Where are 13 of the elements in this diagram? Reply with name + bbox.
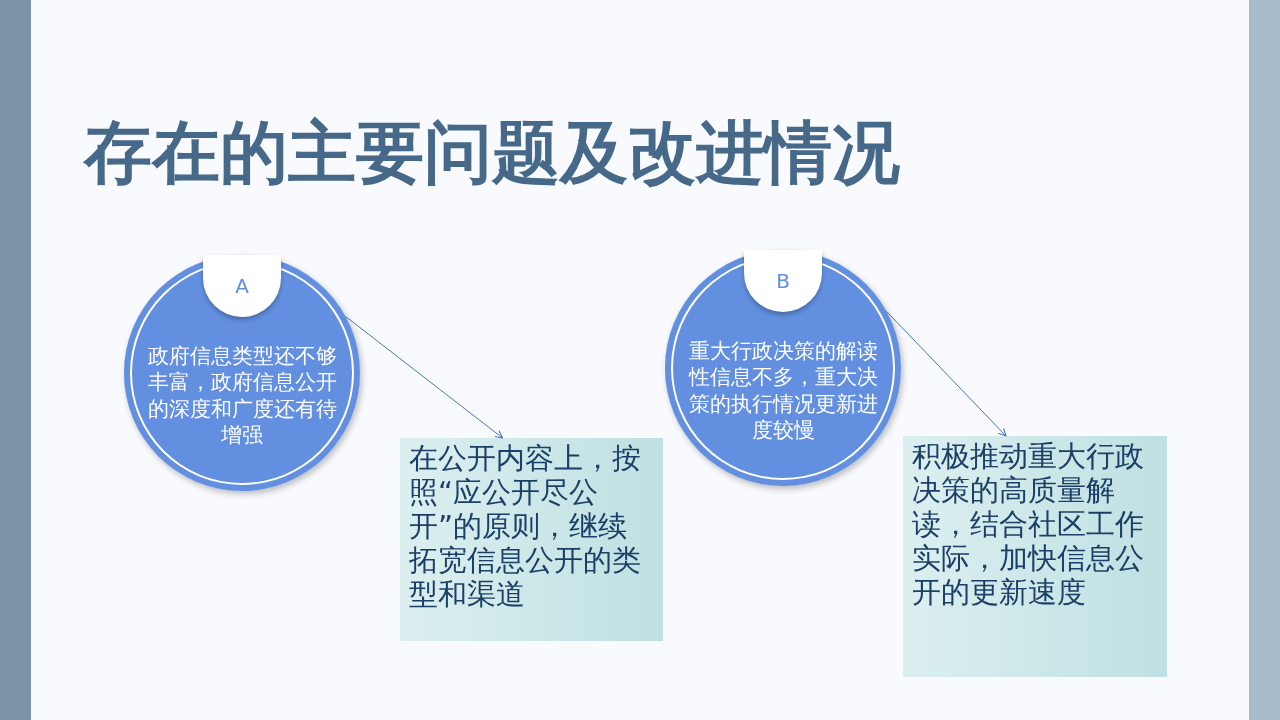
node-text: B [776,269,790,293]
measure-box [903,436,1167,677]
node-text: A [235,274,249,298]
node-text: 在公开内容上，按照“应公开尽公开”的原则，继续拓宽信息公开的类型和渠道 [409,442,642,612]
node-text: 积极推动重大行政决策的高质量解读，结合社区工作实际，加快信息公开的更新速度 [912,440,1145,610]
measure-box [400,438,663,641]
node-text: 重大行政决策的解读性信息不多，重大决策的执行情况更新进度较慢 [687,338,879,443]
slide-title: 存在的主要问题及改进情况 [84,112,900,194]
letter-tab [203,255,281,317]
letter-tab [744,250,822,312]
arrow [345,315,504,439]
node-text: 政府信息类型还不够丰富，政府信息公开的深度和广度还有待增强 [146,343,338,448]
arrow [886,310,1007,437]
